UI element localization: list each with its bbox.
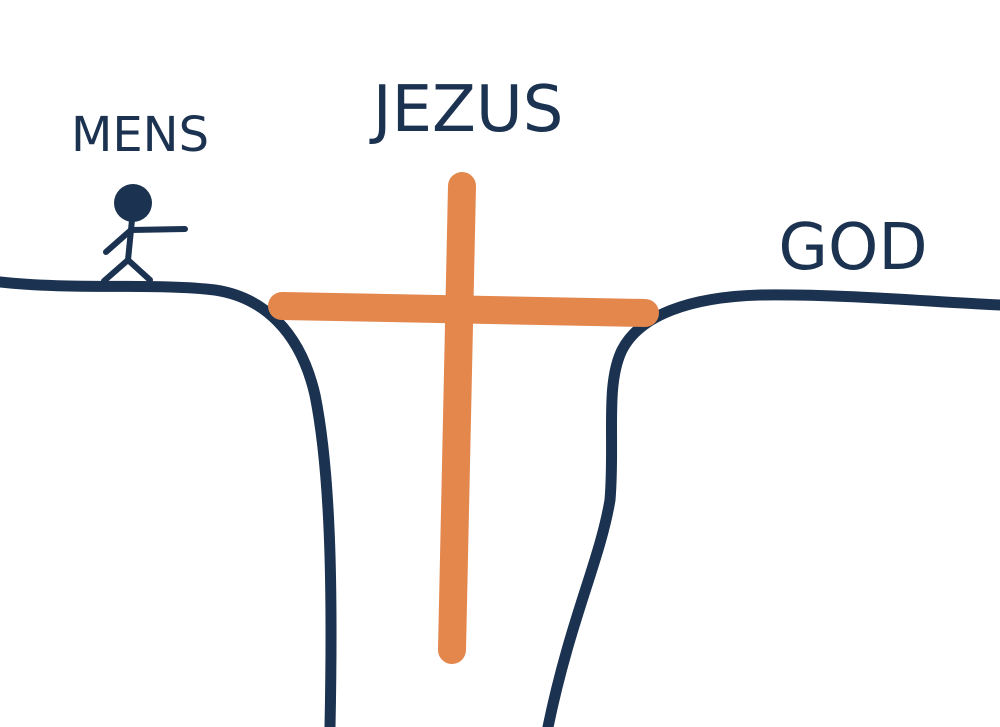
cross-horizontal-beam [268,292,659,327]
right-cliff [542,289,1000,727]
left-cliff [0,276,337,727]
figure-head [114,184,152,222]
figure-arm-front [128,226,188,233]
label-god: GOD [778,211,927,285]
figure-arm-back [103,227,134,255]
cross-icon [268,172,659,664]
figure-leg-left [101,257,131,284]
figure-leg-right [125,257,153,283]
figure-body [125,217,135,263]
stick-figure-icon [101,184,188,284]
label-jezus: JEZUS [369,73,564,147]
label-mens: MENS [71,107,209,163]
cross-vertical-beam [438,172,476,664]
